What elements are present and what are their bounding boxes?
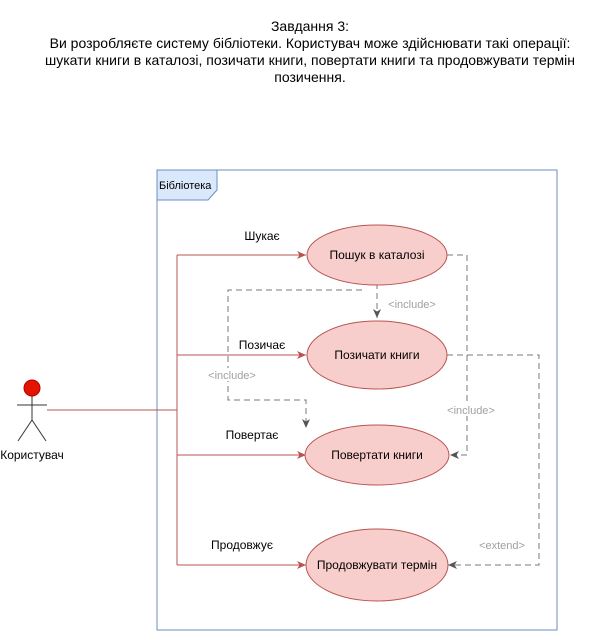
association-label-borrow: Позичає	[239, 338, 285, 352]
stereotype-include-2: <include>	[208, 370, 256, 382]
system-tab	[156, 169, 218, 201]
stereotype-include-1: <include>	[388, 299, 436, 311]
actor-label: Користувач	[0, 448, 64, 462]
extend-borrow-line	[447, 354, 540, 569]
associations	[47, 251, 306, 569]
task-heading: Завдання 3:	[270, 18, 350, 34]
system-label: Бібліотека	[159, 180, 212, 192]
usecase-borrow-label: Позичати книги	[334, 348, 419, 362]
usecase-search[interactable]: Пошук в каталозі	[306, 224, 448, 286]
task-line-3: позичення.	[274, 69, 346, 85]
actor-head	[23, 379, 41, 397]
stereotype-extend: <extend>	[479, 540, 525, 552]
stereotype-labels: <include> <include> <include> <extend>	[204, 297, 530, 552]
task-line-2: шукати книги в каталозі, позичати книги,…	[45, 52, 575, 68]
usecase-borrow[interactable]: Позичати книги	[306, 320, 448, 390]
stereotype-include-3: <include>	[447, 405, 495, 417]
usecase-return-label: Повертати книги	[331, 448, 423, 462]
dependency-relations	[227, 254, 540, 569]
association-label-return: Повертає	[226, 428, 279, 442]
usecase-extend-label: Продовжувати термін	[317, 558, 437, 572]
task-line-1: Ви розробляєте систему бібліотеки. Корис…	[49, 35, 571, 51]
usecase-search-label: Пошук в каталозі	[329, 248, 424, 262]
actor-user[interactable]: Користувач	[0, 379, 64, 462]
association-label-extend: Продовжує	[211, 538, 273, 552]
usecase-extend[interactable]: Продовжувати термін	[305, 528, 449, 602]
system-boundary[interactable]: Бібліотека	[156, 169, 558, 631]
include-search-return-line	[227, 289, 362, 428]
usecase-return[interactable]: Повертати книги	[304, 424, 450, 486]
association-label-search: Шукає	[244, 229, 279, 243]
task-description: Завдання 3: Ви розробляєте систему біблі…	[10, 18, 610, 86]
